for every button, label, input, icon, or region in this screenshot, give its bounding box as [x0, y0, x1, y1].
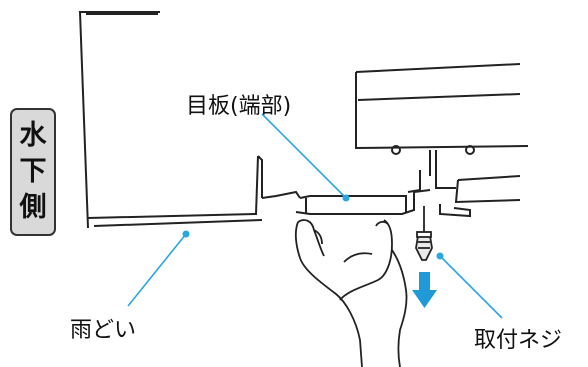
label-face-plate-end: 目板(端部) [186, 94, 292, 119]
roof-eave-structure [355, 63, 529, 218]
side-label-char: 側 [19, 192, 47, 223]
label-gutter: 雨どい [70, 318, 137, 343]
hand-illustration [294, 219, 408, 367]
side-label-char: 下 [19, 156, 47, 187]
label-mounting-screw: 取付ネジ [474, 328, 563, 353]
face-plate [295, 189, 431, 215]
mounting-screw [415, 206, 433, 261]
side-label-char: 水 [19, 120, 47, 151]
side-label-badge: 水 下 側 [10, 108, 56, 236]
gutter-outline [78, 11, 301, 229]
leader-lines [127, 113, 503, 319]
down-arrow [412, 272, 437, 308]
